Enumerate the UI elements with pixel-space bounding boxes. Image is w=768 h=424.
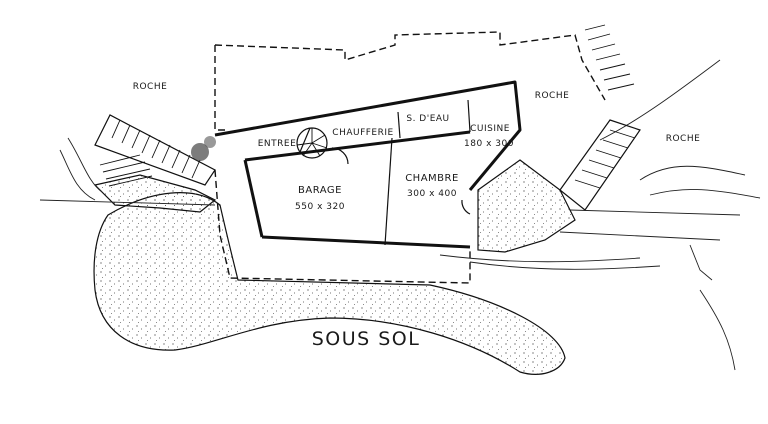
house-wall-outer [214,80,522,191]
footprint-lower-outline [214,169,471,284]
wall-cuisine [467,99,471,133]
contour-line [469,261,661,270]
spiral-stair-treads [296,128,328,157]
terrain-patch-left [93,174,217,213]
contour-line [67,137,103,193]
upper-floor-outline-left [214,45,225,131]
terrain-rock-right [477,159,576,253]
label-salle-eau: S. D'EAU [406,114,449,124]
contour-line [599,59,721,141]
exterior-stair-left-treads [111,119,201,179]
contour-line [59,149,96,201]
contour-line [439,254,641,263]
contour-line [689,244,713,281]
plan-title: SOUS SOL [312,328,421,350]
terrain-lobe [93,192,566,375]
label-entree: ENTREE [258,139,297,149]
exterior-stair-right [559,119,641,211]
label-roche-center: ROCHE [535,91,570,101]
wall-entree [299,127,311,153]
wall-chambre-left [384,137,393,246]
retaining-wall-hatched [584,24,635,91]
wall-sdeau [397,111,401,139]
label-roche-left: ROCHE [133,82,168,92]
label-roche-right: ROCHE [666,134,701,144]
upper-floor-outline [214,31,606,101]
label-chaufferie: CHAUFFERIE [332,128,393,138]
exterior-stair-left [94,114,216,186]
door-swing [461,199,471,215]
label-chambre-dims: 300 x 400 [407,189,457,199]
exterior-stair-right-treads [574,129,636,189]
label-cuisine-dims: 180 x 300 [464,139,514,149]
contour-line [649,189,761,199]
house-wall-left [243,159,264,238]
label-cuisine: CUISINE [470,124,510,134]
label-chambre: CHAMBRE [405,173,459,184]
contour-line [639,165,746,181]
shrub [204,136,216,148]
house-wall-front [261,235,471,249]
label-garage: BARAGE [298,185,342,196]
contour-line [699,289,736,371]
label-garage-dims: 550 x 320 [295,202,345,212]
house-wall-inner [244,130,471,162]
contour-line [39,199,216,206]
shrub [191,143,209,161]
contour-line [559,231,721,241]
contour-line [569,209,741,216]
door-swing [331,147,349,165]
exterior-stair-left-lower [99,154,153,187]
